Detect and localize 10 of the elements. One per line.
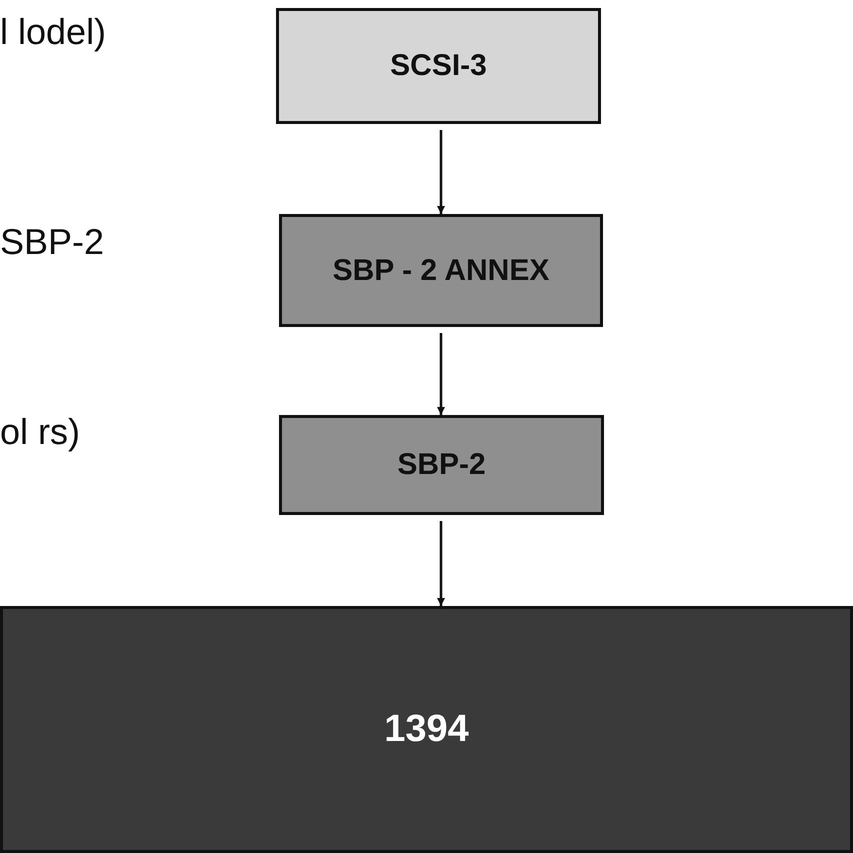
arrow (437, 333, 445, 415)
process-box: 1394 (0, 606, 853, 853)
process-box: SBP-2 (279, 415, 604, 515)
side-label: l lodel) (0, 10, 108, 54)
side-label: ol rs) (0, 410, 81, 454)
process-box: SCSI-3 (276, 8, 601, 124)
side-label: SBP-2 (0, 220, 106, 264)
process-box: SBP - 2 ANNEX (279, 214, 603, 327)
arrow (437, 130, 445, 214)
arrow (437, 521, 445, 606)
